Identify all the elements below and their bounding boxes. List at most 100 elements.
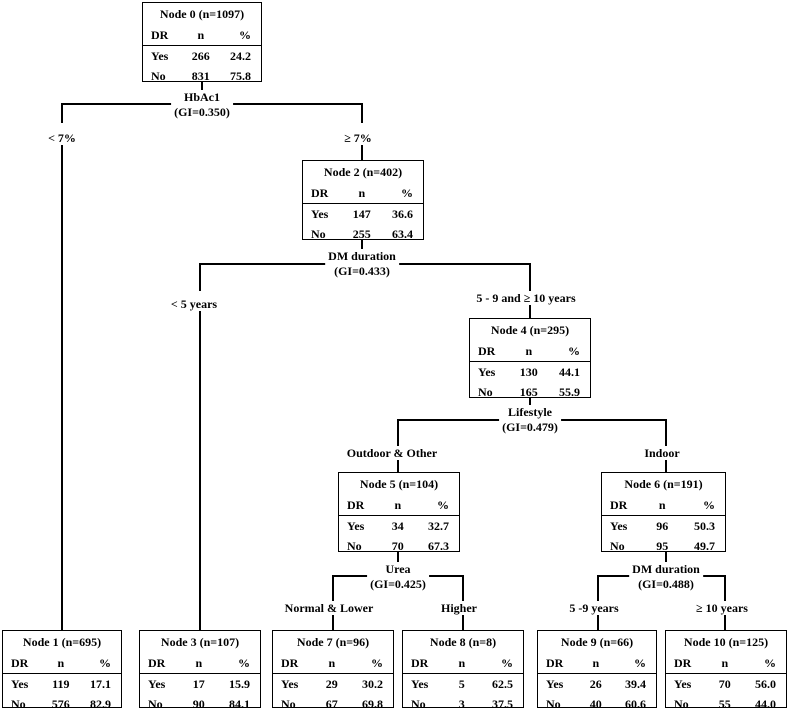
- node-row-no: No 165 55.9: [470, 382, 590, 402]
- row-percent: 82.9: [89, 697, 111, 710]
- split-variable: DM duration: [328, 249, 396, 263]
- node-header-row: DR n %: [403, 653, 523, 674]
- branch-label: Indoor: [644, 446, 680, 460]
- node-header-row: DR n %: [3, 653, 121, 674]
- tree-node-6: Node 6 (n=191) DR n % Yes 96 50.3 No 95 …: [601, 472, 726, 553]
- node-title: Node 10 (n=125): [683, 635, 769, 649]
- row-percent: 36.6: [391, 207, 413, 221]
- row-percent: 60.6: [624, 697, 646, 710]
- split-variable: Urea: [385, 562, 411, 576]
- row-count: 831: [191, 69, 210, 83]
- node-header-row: DR n %: [470, 341, 590, 362]
- node-title: Node 3 (n=107): [160, 635, 240, 649]
- row-percent: 67.3: [427, 539, 449, 553]
- split-label-node0: HbAc1 (GI=0.350): [171, 90, 233, 120]
- node-row-no: No 55 44.0: [666, 694, 786, 710]
- node-header-row: DR n %: [273, 653, 393, 674]
- header-percent: %: [98, 656, 111, 670]
- row-percent: 62.5: [491, 677, 513, 691]
- node-row-yes: Yes 29 30.2: [273, 674, 393, 694]
- row-percent: 30.2: [361, 677, 383, 691]
- header-n: n: [721, 656, 729, 670]
- tree-node-8: Node 8 (n=8) DR n % Yes 5 62.5 No 3 37.5: [402, 630, 524, 710]
- row-count: 17: [192, 677, 205, 691]
- row-percent: 84.1: [228, 697, 250, 710]
- tree-node-4: Node 4 (n=295) DR n % Yes 130 44.1 No 16…: [469, 318, 591, 399]
- header-percent: %: [702, 498, 715, 512]
- row-label: No: [151, 69, 166, 83]
- tree-node-9: Node 9 (n=66) DR n % Yes 26 39.4 No 40 6…: [537, 630, 657, 710]
- row-count: 29: [325, 677, 338, 691]
- node-header-row: DR n %: [303, 183, 423, 204]
- node-row-no: No 255 63.4: [303, 224, 423, 244]
- header-n: n: [525, 344, 533, 358]
- header-n: n: [197, 28, 205, 42]
- branch-label: Normal & Lower: [284, 601, 374, 615]
- row-label: No: [411, 697, 426, 710]
- branch-label: ≥ 7%: [344, 131, 372, 145]
- node-header-row: DR n %: [602, 495, 725, 516]
- row-label: No: [281, 697, 296, 710]
- node-row-no: No 95 49.7: [602, 536, 725, 556]
- row-percent: 32.7: [427, 519, 449, 533]
- row-label: No: [347, 539, 362, 553]
- row-label: Yes: [347, 519, 365, 533]
- node-title: Node 6 (n=191): [624, 477, 703, 491]
- header-dr: DR: [674, 656, 692, 670]
- node-title: Node 9 (n=66): [560, 635, 634, 649]
- row-percent: 69.8: [361, 697, 383, 710]
- row-percent: 75.8: [229, 69, 251, 83]
- branch-label: < 7%: [48, 131, 76, 145]
- header-dr: DR: [311, 186, 329, 200]
- header-dr: DR: [411, 656, 429, 670]
- branch-label: 5 -9 years: [569, 601, 619, 615]
- split-variable: HbAc1: [184, 90, 220, 104]
- split-variable: Lifestyle: [508, 405, 552, 419]
- row-count: 5: [458, 677, 465, 691]
- row-percent: 15.9: [228, 677, 250, 691]
- split-label-node4: Lifestyle (GI=0.479): [499, 405, 561, 435]
- header-dr: DR: [151, 28, 169, 42]
- node-title: Node 4 (n=295): [490, 323, 570, 337]
- row-count: 70: [718, 677, 731, 691]
- node-row-yes: Yes 130 44.1: [470, 362, 590, 382]
- node-row-yes: Yes 119 17.1: [3, 674, 121, 694]
- tree-node-3: Node 3 (n=107) DR n % Yes 17 15.9 No 90 …: [139, 630, 261, 710]
- row-count: 147: [352, 207, 371, 221]
- row-count: 119: [52, 677, 70, 691]
- node-row-yes: Yes 34 32.7: [339, 516, 459, 536]
- row-count: 96: [656, 519, 669, 533]
- row-percent: 17.1: [89, 677, 111, 691]
- tree-node-7: Node 7 (n=96) DR n % Yes 29 30.2 No 67 6…: [272, 630, 394, 710]
- row-percent: 50.3: [693, 519, 715, 533]
- row-label: Yes: [311, 207, 329, 221]
- node-row-yes: Yes 266 24.2: [143, 46, 261, 66]
- node-row-no: No 576 82.9: [3, 694, 121, 710]
- split-label-node2: DM duration (GI=0.433): [325, 249, 399, 279]
- node-row-yes: Yes 147 36.6: [303, 204, 423, 224]
- split-gi: (GI=0.350): [174, 105, 230, 119]
- header-percent: %: [763, 656, 776, 670]
- node-title: Node 5 (n=104): [359, 477, 439, 491]
- row-label: No: [546, 697, 561, 710]
- split-variable: DM duration: [632, 562, 700, 576]
- split-gi: (GI=0.433): [334, 264, 390, 278]
- row-percent: 44.1: [558, 365, 580, 379]
- header-n: n: [592, 656, 600, 670]
- node-row-no: No 831 75.8: [143, 66, 261, 86]
- branch-label: Higher: [441, 601, 477, 615]
- row-count: 266: [191, 49, 210, 63]
- header-n: n: [358, 186, 366, 200]
- tree-node-2: Node 2 (n=402) DR n % Yes 147 36.6 No 25…: [302, 160, 424, 241]
- row-count: 70: [391, 539, 404, 553]
- header-n: n: [57, 656, 65, 670]
- row-label: Yes: [546, 677, 564, 691]
- header-n: n: [394, 498, 402, 512]
- tree-node-5: Node 5 (n=104) DR n % Yes 34 32.7 No 70 …: [338, 472, 460, 553]
- header-dr: DR: [347, 498, 365, 512]
- row-count: 34: [391, 519, 404, 533]
- header-percent: %: [500, 656, 513, 670]
- row-label: Yes: [151, 49, 169, 63]
